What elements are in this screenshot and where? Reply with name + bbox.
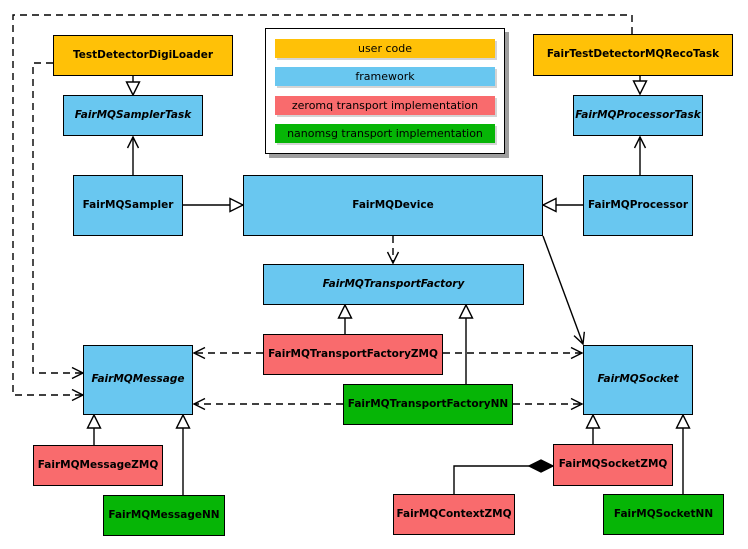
edge-fairmq-socket-nn--fairmq-socket: [675, 413, 691, 494]
inheritance-arrowhead-icon: [458, 303, 474, 319]
node-fair-test-detector-mq-reco-task: FairTestDetectorMQRecoTask: [533, 34, 733, 76]
node-fairmq-transport-factory-nn: FairMQTransportFactoryNN: [343, 384, 513, 425]
edge-fairmq-context-zmq--fairmq-socket-zmq: [453, 459, 555, 494]
node-fairmq-sampler-task: FairMQSamplerTask: [63, 95, 203, 136]
node-label-fairmq-socket: FairMQSocket: [597, 373, 679, 386]
node-label-fairmq-message-nn: FairMQMessageNN: [108, 508, 220, 521]
edge-fairmq-transport-factory-nn--fairmq-message: [192, 397, 343, 411]
node-label-fairmq-socket-zmq: FairMQSocketZMQ: [558, 458, 668, 471]
aggregation-diamond-icon: [527, 459, 555, 473]
node-fairmq-message-nn: FairMQMessageNN: [103, 495, 225, 536]
node-fairmq-sampler: FairMQSampler: [73, 175, 183, 236]
edge-fairmq-transport-factory-zmq--fairmq-message: [192, 346, 263, 360]
node-label-fairmq-message: FairMQMessage: [91, 373, 185, 386]
node-label-fairmq-transport-factory-zmq: FairMQTransportFactoryZMQ: [268, 347, 438, 360]
edge-fair-test-detector-mq-reco-task--fairmq-processor-task: [632, 76, 648, 96]
edge-test-detector-digi-loader--fairmq-sampler-task: [125, 76, 141, 97]
node-fairmq-device: FairMQDevice: [243, 175, 543, 236]
legend: user code framework zeromq transport imple…: [265, 28, 505, 154]
edge-fairmq-transport-factory-nn--fairmq-transport-factory: [458, 303, 474, 384]
node-label-test-detector-digi-loader: TestDetectorDigiLoader: [72, 48, 213, 61]
inheritance-arrowhead-icon: [175, 413, 191, 429]
node-fairmq-message: FairMQMessage: [83, 345, 193, 415]
edge-line: [453, 465, 529, 494]
legend-item-nanomsg: nanomsg transport implementation: [275, 124, 495, 144]
inheritance-arrowhead-icon: [86, 413, 102, 429]
node-test-detector-digi-loader: TestDetectorDigiLoader: [53, 35, 233, 76]
open-arrowhead-icon: [633, 135, 647, 149]
node-label-fairmq-sampler-task: FairMQSamplerTask: [74, 108, 192, 121]
inheritance-arrowhead-icon: [229, 197, 245, 213]
open-arrowhead-icon: [192, 346, 206, 360]
node-label-fairmq-sampler: FairMQSampler: [82, 198, 174, 211]
open-arrowhead-icon: [126, 135, 140, 149]
open-arrowhead-icon: [573, 331, 586, 346]
edge-fairmq-message-nn--fairmq-message: [175, 413, 191, 495]
node-fairmq-processor: FairMQProcessor: [583, 175, 693, 236]
node-label-fairmq-transport-factory-nn: FairMQTransportFactoryNN: [347, 397, 509, 410]
edge-fairmq-processor--fairmq-processor-task: [633, 135, 647, 175]
edge-line: [32, 62, 83, 374]
edge-fairmq-socket-zmq--fairmq-socket: [585, 413, 601, 444]
node-fairmq-processor-task: FairMQProcessorTask: [573, 95, 703, 136]
edge-fairmq-sampler--fairmq-device: [183, 197, 245, 213]
node-fairmq-context-zmq: FairMQContextZMQ: [393, 494, 515, 535]
inheritance-arrowhead-icon: [337, 303, 353, 319]
inheritance-arrowhead-icon: [632, 80, 648, 96]
inheritance-arrowhead-icon: [585, 413, 601, 429]
edge-fairmq-device--fairmq-transport-factory: [386, 236, 400, 265]
legend-item-zeromq: zeromq transport implementation: [275, 95, 495, 115]
node-label-fairmq-context-zmq: FairMQContextZMQ: [396, 507, 512, 520]
legend-item-user-code: user code: [275, 38, 495, 58]
node-fairmq-transport-factory-zmq: FairMQTransportFactoryZMQ: [263, 334, 443, 375]
edge-fairmq-transport-factory-zmq--fairmq-socket: [443, 346, 584, 360]
node-label-fairmq-device: FairMQDevice: [352, 198, 434, 211]
edge-line: [12, 14, 633, 396]
node-label-fairmq-message-zmq: FairMQMessageZMQ: [37, 458, 159, 471]
open-arrowhead-icon: [192, 397, 206, 411]
node-label-fairmq-processor: FairMQProcessor: [587, 198, 689, 211]
node-fairmq-message-zmq: FairMQMessageZMQ: [33, 445, 163, 486]
edge-fairmq-processor--fairmq-device: [541, 197, 583, 213]
edge-line: [542, 235, 584, 345]
edge-fairmq-sampler--fairmq-sampler-task: [126, 135, 140, 175]
node-fairmq-socket: FairMQSocket: [583, 345, 693, 415]
inheritance-arrowhead-icon: [125, 81, 141, 97]
edge-fairmq-transport-factory-nn--fairmq-socket: [513, 397, 584, 411]
node-fairmq-socket-zmq: FairMQSocketZMQ: [553, 444, 673, 486]
node-fairmq-transport-factory: FairMQTransportFactory: [263, 264, 524, 305]
inheritance-arrowhead-icon: [541, 197, 557, 213]
open-arrowhead-icon: [570, 346, 584, 360]
open-arrowhead-icon: [570, 397, 584, 411]
node-label-fairmq-socket-nn: FairMQSocketNN: [613, 507, 714, 520]
node-fairmq-socket-nn: FairMQSocketNN: [603, 494, 724, 535]
open-arrowhead-icon: [386, 251, 400, 265]
edge-fairmq-device--fairmq-socket: [542, 235, 586, 346]
inheritance-arrowhead-icon: [675, 413, 691, 429]
edge-fairmq-transport-factory-zmq--fairmq-transport-factory: [337, 303, 353, 334]
legend-item-framework: framework: [275, 67, 495, 87]
node-label-fair-test-detector-mq-reco-task: FairTestDetectorMQRecoTask: [546, 48, 720, 61]
node-label-fairmq-processor-task: FairMQProcessorTask: [575, 108, 701, 121]
edge-fairmq-message-zmq--fairmq-message: [86, 413, 102, 445]
node-label-fairmq-transport-factory: FairMQTransportFactory: [322, 277, 465, 290]
